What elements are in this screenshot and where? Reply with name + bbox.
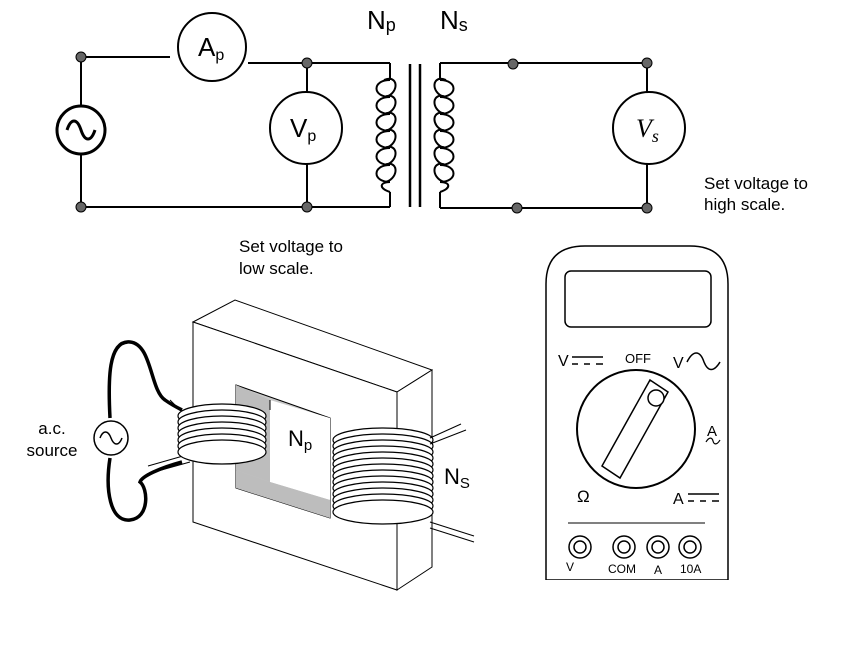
voltmeter-primary-label: V (290, 113, 308, 143)
dc-volts-label: V (558, 353, 569, 370)
selector-dial[interactable] (576, 369, 696, 489)
schematic-circuit: Ap Vp Vs Np Ns (55, 5, 686, 214)
svg-text:Vs: Vs (636, 114, 659, 146)
high-scale-note-line2: high scale. (704, 195, 785, 214)
coil-primary-subscript: p (304, 437, 312, 454)
voltmeter-secondary-subscript: s (652, 126, 659, 146)
low-scale-note-line1: Set voltage to (239, 237, 343, 256)
secondary-lead-top (429, 423, 462, 439)
scale-notes: Set voltage to high scale. Set voltage t… (239, 174, 808, 278)
jack-a[interactable] (646, 535, 670, 559)
junction-dot (301, 201, 313, 213)
ac-wave-icon (686, 352, 721, 371)
ac-source-symbol (55, 104, 107, 156)
source-label-line2: source (26, 441, 77, 460)
junction-dot (641, 202, 653, 214)
svg-text:Ap: Ap (198, 32, 224, 64)
secondary-turns-subscript: s (459, 15, 468, 35)
jack-com-label: COM (608, 562, 636, 576)
svg-text:Np: Np (367, 5, 396, 35)
jack-10a[interactable] (678, 535, 702, 559)
primary-turns-label: N (367, 5, 386, 35)
secondary-lead-bottom (429, 521, 475, 537)
secondary-turns-label: N (440, 5, 459, 35)
voltmeter-secondary-label: V (636, 114, 655, 143)
secondary-coil (433, 77, 455, 193)
primary-turns-subscript: p (386, 15, 396, 35)
jack-v-ohm[interactable] (568, 535, 592, 559)
ac-sine-icon (65, 119, 97, 141)
voltmeter-secondary: Vs (612, 91, 686, 165)
source-label-line1: a.c. (38, 419, 65, 438)
ac-amps-label: A (707, 423, 717, 440)
dc-amps-symbol-icon (688, 493, 719, 502)
sine-icon (99, 431, 123, 445)
coil-secondary-label: N (444, 464, 460, 489)
voltmeter-primary: Vp (269, 91, 343, 165)
jack-a-label: A (654, 563, 662, 577)
ohms-label: Ω (577, 487, 590, 506)
ammeter-primary: Ap (177, 12, 247, 82)
secondary-winding (332, 427, 434, 525)
junction-dot (507, 58, 519, 70)
dc-amps-label: A (673, 491, 684, 508)
ac-volts-label: V (673, 355, 684, 372)
svg-text:Ns: Ns (440, 5, 468, 35)
junction-dot (301, 57, 313, 69)
dial-pointer-dot (647, 389, 665, 407)
junction-dot (75, 51, 87, 63)
transformer-drawing: a.c. source Np (26, 299, 475, 591)
junction-dot (75, 201, 87, 213)
low-scale-note-line2: low scale. (239, 259, 314, 278)
meter-crop-mask (540, 580, 740, 646)
ammeter-label: A (198, 32, 216, 62)
jack-com[interactable] (612, 535, 636, 559)
coil-secondary-subscript: S (460, 475, 470, 492)
high-scale-note-line1: Set voltage to (704, 174, 808, 193)
primary-coil (375, 77, 397, 193)
ammeter-subscript: p (215, 47, 224, 64)
coil-primary-label: N (288, 426, 304, 451)
jack-10a-label: 10A (680, 562, 701, 576)
off-label: OFF (625, 351, 651, 366)
multimeter-display (564, 270, 712, 328)
multimeter: V OFF V A Ω A (540, 245, 740, 646)
svg-text:Np: Np (288, 426, 312, 454)
svg-text:NS: NS (444, 464, 470, 492)
primary-winding (177, 403, 267, 465)
voltmeter-primary-subscript: p (307, 128, 316, 145)
dc-symbol-icon (572, 356, 603, 365)
junction-dot (641, 57, 653, 69)
jack-v-label: V (566, 560, 574, 574)
source-lead-top (107, 340, 183, 419)
svg-text:Vp: Vp (290, 113, 316, 145)
junction-dot (511, 202, 523, 214)
ac-amps-wave-icon (705, 437, 721, 445)
